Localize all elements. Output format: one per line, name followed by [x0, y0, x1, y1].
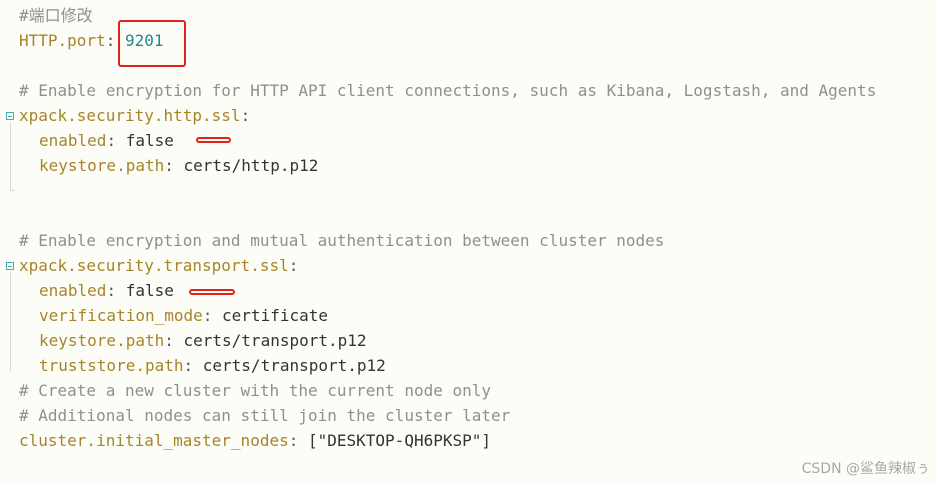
- highlight-underline-transport-enabled: [189, 289, 235, 295]
- yaml-colon: :: [105, 31, 125, 50]
- yaml-colon: :: [106, 131, 126, 150]
- yaml-key: keystore.path: [39, 331, 165, 350]
- yaml-key: cluster.initial_master_nodes: [19, 431, 289, 450]
- fold-guide-end: [10, 190, 15, 191]
- yaml-key: keystore.path: [39, 156, 165, 175]
- yaml-colon: :: [183, 356, 203, 375]
- fold-collapse-icon[interactable]: [6, 112, 14, 120]
- yaml-value: certs/http.p12: [183, 156, 319, 175]
- yaml-value: false: [125, 131, 174, 150]
- comment-additional-nodes: # Additional nodes can still join the cl…: [19, 406, 511, 425]
- yaml-key: verification_mode: [39, 306, 203, 325]
- yaml-value: false: [125, 281, 174, 300]
- yaml-value: 9201: [124, 31, 164, 50]
- yaml-colon: :: [164, 331, 184, 350]
- yaml-colon: :: [164, 156, 184, 175]
- fold-guide: [10, 122, 11, 190]
- yaml-line-verification-mode: verification_mode: certificate: [39, 303, 328, 328]
- yaml-line-http-enabled: enabled: false: [39, 128, 174, 153]
- fold-guide: [10, 272, 11, 372]
- comment-new-cluster: # Create a new cluster with the current …: [19, 381, 492, 400]
- yaml-colon: :: [106, 281, 126, 300]
- comment-http-encryption: # Enable encryption for HTTP API client …: [19, 81, 877, 100]
- highlight-underline-http-enabled: [196, 137, 231, 143]
- fold-collapse-icon[interactable]: [6, 262, 14, 270]
- comment-transport-encryption: # Enable encryption and mutual authentic…: [19, 231, 665, 250]
- yaml-key: xpack.security.http.ssl: [19, 106, 241, 125]
- watermark: CSDN @鲨鱼辣椒ぅ: [801, 461, 930, 477]
- yaml-line-http-port: HTTP.port: 9201: [19, 28, 164, 53]
- yaml-colon: :: [288, 431, 308, 450]
- yaml-key: truststore.path: [39, 356, 184, 375]
- yaml-line-transport-keystore: keystore.path: certs/transport.p12: [39, 328, 367, 353]
- yaml-value: ["DESKTOP-QH6PKSP"]: [307, 431, 492, 450]
- yaml-key: enabled: [39, 131, 107, 150]
- yaml-colon: :: [240, 106, 251, 125]
- yaml-key: enabled: [39, 281, 107, 300]
- yaml-value: certificate: [222, 306, 328, 325]
- yaml-line-transport-ssl: xpack.security.transport.ssl:: [19, 253, 298, 278]
- yaml-key: HTTP.port: [19, 31, 106, 50]
- highlight-box-port: [118, 20, 186, 67]
- yaml-value: certs/transport.p12: [183, 331, 367, 350]
- yaml-colon: :: [202, 306, 223, 325]
- yaml-value: certs/transport.p12: [202, 356, 386, 375]
- yaml-line-http-ssl: xpack.security.http.ssl:: [19, 103, 250, 128]
- yaml-line-initial-master-nodes: cluster.initial_master_nodes: ["DESKTOP-…: [19, 428, 491, 453]
- comment-port-change: #端口修改: [19, 6, 93, 25]
- yaml-colon: :: [288, 256, 299, 275]
- yaml-line-transport-truststore: truststore.path: certs/transport.p12: [39, 353, 386, 378]
- yaml-line-http-keystore: keystore.path: certs/http.p12: [39, 153, 318, 178]
- yaml-line-transport-enabled: enabled: false: [39, 278, 174, 303]
- yaml-key: xpack.security.transport.ssl: [19, 256, 289, 275]
